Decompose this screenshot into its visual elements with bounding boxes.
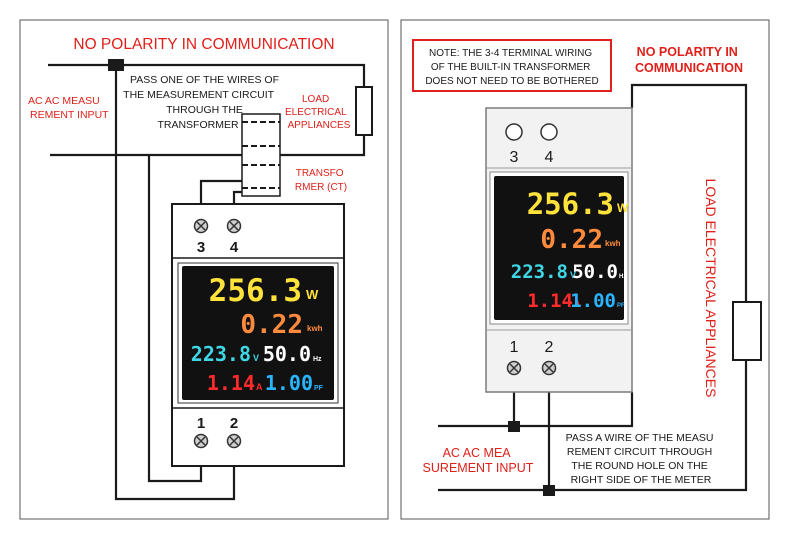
right-terminal-2-label: 2 [545,339,554,356]
right-wire-top-loop [630,83,748,302]
left-terminal-1 [193,433,209,449]
right-pass-label: PASS A WIRE OF THE MEASU REMENT CIRCUIT … [566,432,717,486]
right-terminal-2 [541,360,557,376]
left-terminal-2 [226,433,242,449]
right-terminal-4-label: 4 [545,149,554,166]
right-terminal-1 [506,360,522,376]
right-frequency-value: 50.0 [572,261,618,283]
left-pass-label: PASS ONE OF THE WIRES OF THE MEASUREMENT… [123,74,282,131]
right-load-label: LOAD ELECTRICAL APPLIANCES [703,179,719,398]
right-energy-value: 0.22 [540,225,603,255]
left-current-value: 1.14 [207,371,255,395]
left-wire-terminal-1 [114,65,236,501]
left-lcd-display: 256.3 W 0.22 kwh 223.8 V 50.0 Hz 1.14 A … [177,262,339,404]
left-junction [108,59,124,71]
right-voltage-unit: V [570,270,576,280]
left-power-value: 256.3 [209,273,302,309]
left-power-unit: W [306,287,319,302]
right-current-value: 1.14 [527,290,573,312]
right-terminal-1-label: 1 [510,339,519,356]
left-current-transformer [241,113,281,197]
left-ct-label: TRANSFO RMER (CT) [295,168,347,193]
right-meter: 3 4 256.3 W 0.22 kwh 223.8 V 50.0 Hz 1.1… [485,107,633,393]
left-pf-unit: PF [314,385,324,392]
right-load-resistor [732,301,762,361]
left-load-label: LOAD ELECTRICAL APPLIANCES [285,94,351,131]
right-panel: NOTE: THE 3-4 TERMINAL WIRING OF THE BUI… [400,19,770,520]
left-terminal-4 [226,218,242,234]
right-title: NO POLARITY IN COMMUNICATION [635,45,743,75]
right-junction-2 [543,485,555,496]
left-frequency-value: 50.0 [263,342,311,366]
right-terminal-4 [540,123,558,141]
left-energy-unit: kwh [307,324,323,333]
left-current-unit: A [256,382,263,392]
left-terminal-4-label: 4 [230,239,239,256]
left-pf-value: 1.00 [265,371,313,395]
right-pf-unit: PF [617,303,625,309]
left-voltage-value: 223.8 [191,342,251,366]
left-energy-value: 0.22 [240,310,303,340]
left-title: NO POLARITY IN COMMUNICATION [73,36,334,53]
left-terminal-2-label: 2 [230,415,238,432]
right-pf-value: 1.00 [570,290,616,312]
right-energy-unit: kwh [605,239,621,248]
right-input-label: AC AC MEA SUREMENT INPUT [423,446,534,475]
left-frequency-unit: Hz [313,356,322,363]
left-input-label: AC AC MEASU REMENT INPUT [28,95,109,121]
left-meter: 3 4 256.3 W 0.22 kwh 223.8 V 50.0 Hz 1.1… [171,203,345,467]
left-load-resistor [355,86,373,136]
right-wire-middle [438,392,634,428]
left-wire-bottom [50,135,366,157]
right-note-box [412,39,612,92]
left-terminal-1-label: 1 [197,415,205,432]
right-terminal-3 [505,123,523,141]
left-terminal-3-label: 3 [197,239,205,256]
left-panel: NO POLARITY IN COMMUNICATION A [19,19,389,520]
right-current-unit: A [574,299,581,309]
right-note-text: NOTE: THE 3-4 TERMINAL WIRING OF THE BUI… [425,48,598,87]
right-voltage-value: 223.8 [511,261,568,283]
left-voltage-unit: V [253,353,259,363]
left-terminal-3 [193,218,209,234]
right-frequency-unit: Hz [619,274,626,280]
right-lcd-display: 256.3 W 0.22 kwh 223.8 V 50.0 Hz 1.14 A … [489,171,629,325]
right-wire-bottom [438,360,748,492]
right-power-value: 256.3 [527,187,614,221]
right-terminal-3-label: 3 [510,149,519,166]
left-wire-top [48,63,366,87]
right-junction-1 [508,421,520,432]
right-power-unit: W [617,201,629,215]
